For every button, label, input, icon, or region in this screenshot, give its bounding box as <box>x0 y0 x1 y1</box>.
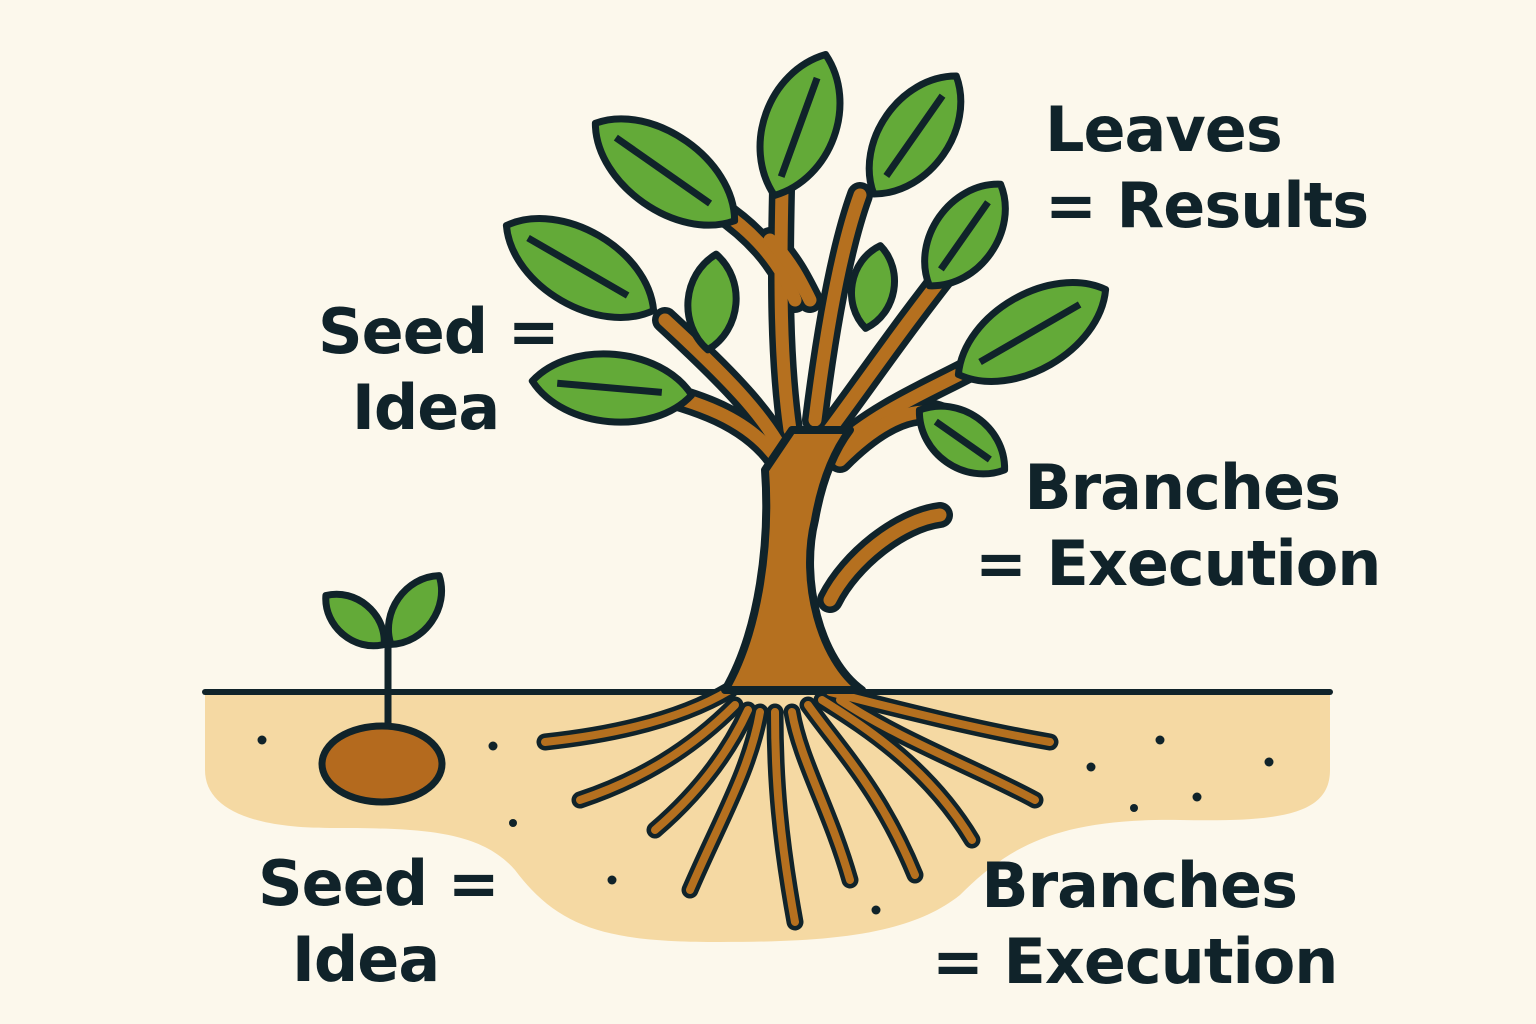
tree-roots <box>536 681 1059 931</box>
branches-label-top-line1: Branches <box>1024 451 1341 524</box>
seed-label-top: Seed = Idea <box>318 294 560 446</box>
branches-label-bottom-line2: = Execution <box>932 925 1338 998</box>
leaf <box>502 215 658 321</box>
seed-label-bottom-line2: Idea <box>291 923 440 996</box>
tree-leaves <box>502 51 1110 478</box>
leaves-label: Leaves = Results <box>1045 92 1369 244</box>
soil-area <box>205 693 1330 942</box>
branches-label-bottom: Branches = Execution <box>932 848 1338 1000</box>
seed <box>318 722 446 806</box>
leaves-label-line2: = Results <box>1045 169 1369 242</box>
leaf <box>865 72 965 198</box>
sprout-leaf <box>322 590 388 650</box>
leaf <box>684 250 740 354</box>
sprout-leaf <box>384 572 446 648</box>
leaf <box>528 350 696 426</box>
seed-label-top-line2: Idea <box>351 371 500 444</box>
leaf <box>915 402 1009 478</box>
leaf <box>591 115 739 229</box>
leaf <box>921 180 1009 290</box>
tree-trunk <box>721 426 866 694</box>
branches-label-top: Branches = Execution <box>975 450 1381 602</box>
branches-label-bottom-line1: Branches <box>981 849 1298 922</box>
seed-label-top-line1: Seed = <box>318 295 560 368</box>
seed-label-bottom-line1: Seed = <box>258 847 500 920</box>
branches-label-top-line2: = Execution <box>975 527 1381 600</box>
soil-dots <box>257 735 1274 915</box>
seed-label-bottom: Seed = Idea <box>258 846 500 998</box>
leaf <box>848 242 898 332</box>
seed-sprout <box>318 572 446 806</box>
leaf <box>756 51 844 199</box>
leaf <box>954 279 1110 385</box>
leaves-label-line1: Leaves <box>1045 93 1283 166</box>
